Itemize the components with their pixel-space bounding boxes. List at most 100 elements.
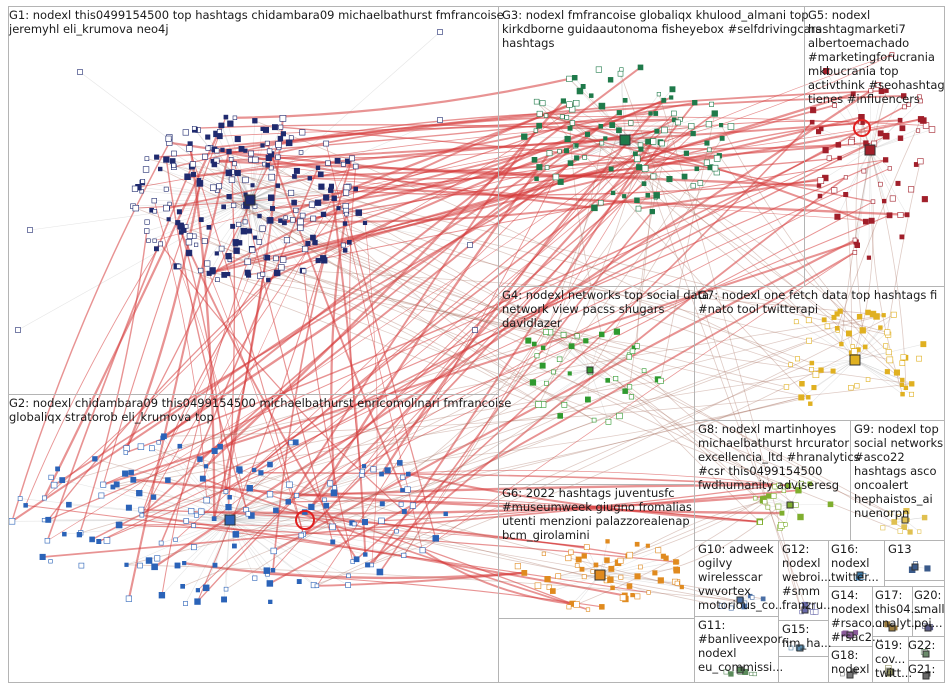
edge-g4 <box>589 334 603 371</box>
graph-node-g3 <box>533 98 540 105</box>
graph-node-g2 <box>211 447 218 455</box>
graph-node-g8 <box>779 510 785 516</box>
graph-node-g8 <box>753 496 758 501</box>
group-labels-layer: G1: nodexl this0499154500 top hashtags c… <box>8 8 945 680</box>
group-label-g22: G22: <box>908 638 935 652</box>
graph-node-g17 <box>884 621 891 628</box>
group-label-line: davidlazer <box>502 316 562 330</box>
graph-node-g1 <box>231 202 237 209</box>
graph-node-g1 <box>209 267 216 274</box>
group-boxes-layer <box>8 6 945 683</box>
edge-g2-g10 <box>199 458 745 604</box>
graph-node-g1 <box>260 271 266 277</box>
group-label-line: eu_commissi... <box>698 660 783 674</box>
graph-node-g1 <box>144 228 150 234</box>
graph-node-g3 <box>653 192 660 199</box>
graph-node-g2 <box>98 492 105 499</box>
graph-node-g3 <box>641 165 649 172</box>
group-label-g15: G15:fim_ha... <box>782 622 832 650</box>
group-label-g21: G21: <box>908 662 935 676</box>
graph-node-g4 <box>550 369 556 375</box>
edge-g1-g5 <box>248 159 886 276</box>
hub-node-g11 <box>736 666 744 674</box>
graph-node-g7 <box>818 367 824 373</box>
edge-g1-g9 <box>135 207 891 514</box>
hub-node-g20 <box>924 624 932 632</box>
graph-node-g3 <box>598 200 604 206</box>
graph-node-g3 <box>617 70 624 77</box>
graph-node-g1 <box>177 222 184 230</box>
hub-node-g21 <box>922 672 930 680</box>
graph-node-g2 <box>369 562 374 568</box>
edge-g7 <box>854 316 877 361</box>
edge-g2-g8 <box>260 471 789 487</box>
graph-node-g3 <box>690 130 696 137</box>
graph-node-g1 <box>278 124 284 130</box>
graph-node-g6 <box>583 544 590 550</box>
graph-node-g3 <box>536 164 543 171</box>
graph-node-g2 <box>378 517 385 524</box>
graph-node-g3 <box>610 190 616 196</box>
group-label-line: nodexl <box>831 556 870 570</box>
graph-node-g2 <box>188 508 195 515</box>
edge-g2-g4 <box>116 380 661 485</box>
group-label-line: G1: nodexl this0499154500 top hashtags c… <box>9 8 504 22</box>
edge-g7 <box>854 314 895 361</box>
graph-node-g1 <box>291 199 297 206</box>
graph-node-g2 <box>252 575 258 581</box>
edge-g3-g7 <box>561 116 810 321</box>
edge-g1 <box>249 199 286 218</box>
edge-g2-g4 <box>54 343 535 486</box>
graph-node-g2 <box>59 477 66 483</box>
edge-g4 <box>589 347 635 371</box>
edge-g1 <box>249 160 338 201</box>
graph-node-g1 <box>283 237 290 244</box>
edge-g3-g5 <box>538 125 874 203</box>
graph-node-g7 <box>865 377 871 382</box>
group-box-g15 <box>778 620 829 657</box>
group-label-g6: G6: 2022 hashtags juventusfc#museumweek … <box>502 486 692 542</box>
group-label-line: kirkdborne guidaautonoma fisheyebox #sel… <box>502 22 821 36</box>
graph-node-g7 <box>856 313 863 320</box>
graph-node-g5 <box>917 116 925 123</box>
edge-g1-g4 <box>228 255 544 405</box>
graph-node-g1 <box>301 245 309 253</box>
graph-node-g1 <box>362 220 368 226</box>
graph-node-g2 <box>183 601 188 606</box>
graph-node-g1 <box>266 148 273 154</box>
group-label-g14: G14:nodexl#rsaco...#rsac2... <box>831 588 883 644</box>
graph-node-g2 <box>62 531 67 537</box>
group-label-line: activthink #seohashtag <box>808 78 945 92</box>
group-label-line: mkbucrania top <box>808 64 899 78</box>
graph-node-g5 <box>837 155 842 161</box>
graph-node-g3 <box>658 140 665 147</box>
graph-node-g1 <box>314 199 322 206</box>
graph-node-g1 <box>211 161 218 168</box>
edge-g1 <box>168 138 251 201</box>
graph-node-g8 <box>765 504 771 510</box>
graph-node-g2 <box>270 547 277 555</box>
graph-node-g8 <box>795 487 802 494</box>
graph-node-g2 <box>384 467 391 474</box>
graph-node-g1 <box>318 183 325 190</box>
graph-node-g4 <box>525 337 532 344</box>
graph-node-g5 <box>826 155 832 161</box>
graph-node-g7 <box>793 319 799 325</box>
graph-node-g1 <box>219 122 225 128</box>
graph-node-g1 <box>297 224 304 232</box>
edge-g2-g10 <box>94 458 745 604</box>
graph-node-g5 <box>918 98 923 104</box>
graph-node-g2 <box>273 507 279 514</box>
edge-g5-g7 <box>855 122 864 331</box>
graph-node-g2 <box>294 492 300 498</box>
graph-node-g2 <box>361 518 369 526</box>
graph-node-g1 <box>205 145 211 151</box>
graph-node-g4 <box>641 368 647 374</box>
graph-node-g5 <box>889 195 896 202</box>
group-label-line: #nato tool twitterapi <box>698 302 818 316</box>
graph-node-g2 <box>44 537 51 544</box>
group-label-line: jeremyhl eli_krumova neo4j <box>8 22 169 36</box>
graph-node-g2 <box>401 552 407 559</box>
group-label-line: hashtags <box>502 36 554 50</box>
graph-node-g7 <box>885 349 892 356</box>
